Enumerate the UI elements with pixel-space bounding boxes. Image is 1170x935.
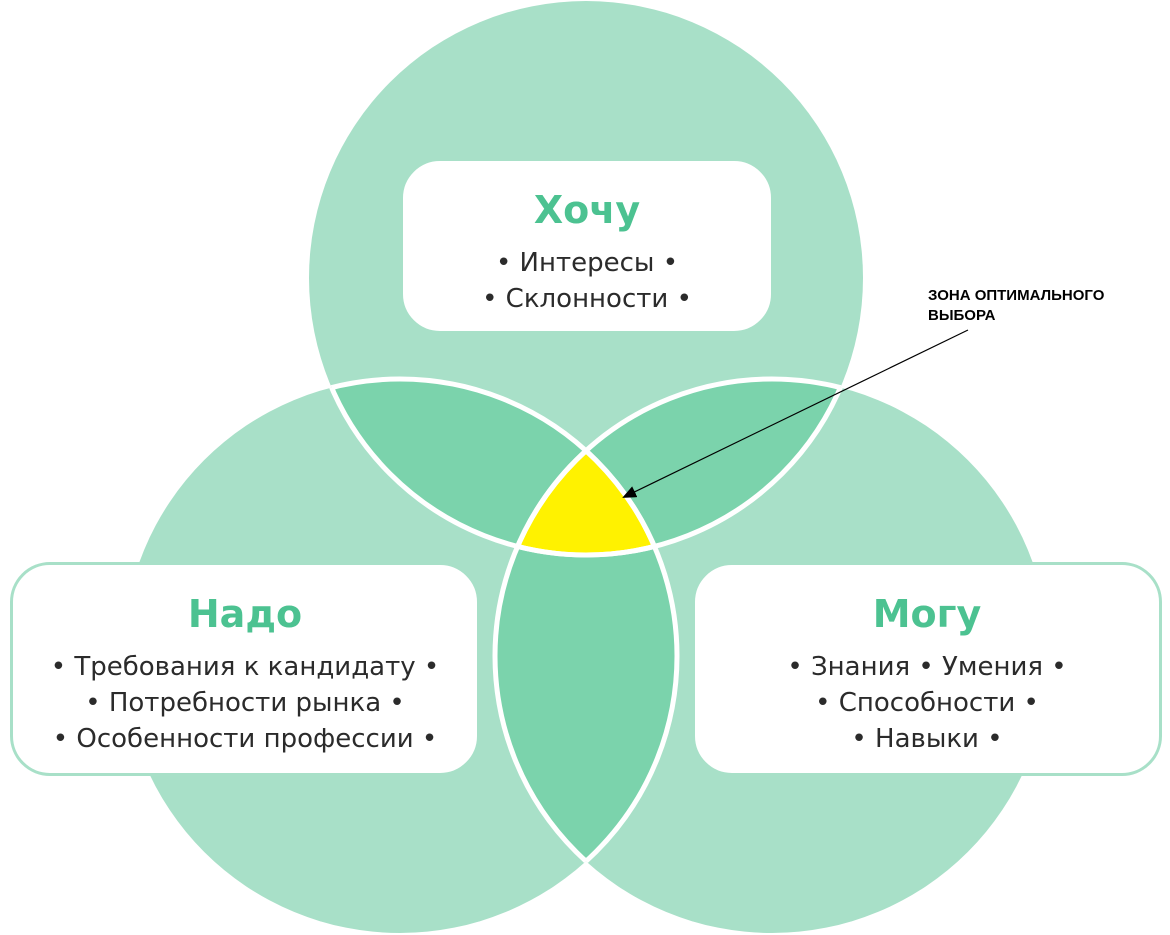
list-item: • Особенности профессии • (52, 724, 438, 754)
list-item: • Склонности • (482, 284, 692, 314)
boundary-nado-in-mogu (495, 379, 680, 933)
card-items-mogu: • Знания • Умения • • Способности • • На… (695, 649, 1159, 757)
callout-line-1: ЗОНА ОПТИМАЛЬНОГО (928, 287, 1105, 304)
card-nado: Надо • Требования к кандидату • • Потреб… (10, 562, 480, 776)
card-title-mogu: Могу (872, 592, 982, 636)
list-item: • Потребности рынка • (85, 688, 405, 718)
card-items-nado: • Требования к кандидату • • Потребности… (13, 649, 477, 757)
card-mogu: Могу • Знания • Умения • • Способности •… (692, 562, 1162, 776)
callout-label: ЗОНА ОПТИМАЛЬНОГО ВЫБОРА (928, 286, 1168, 326)
boundary-nado-in-khochu (309, 376, 680, 555)
card-items-khochu: • Интересы • • Склонности • (403, 245, 771, 317)
boundary-mogu-in-nado (492, 379, 677, 933)
boundary-mogu-in-khochu (492, 376, 863, 555)
list-item: • Навыки • (851, 724, 1003, 754)
list-item: • Требования к кандидату • (50, 652, 440, 682)
callout-arrow (622, 329, 969, 498)
callout-line-2: ВЫБОРА (928, 307, 996, 324)
list-item: • Способности • (815, 688, 1039, 718)
card-title-nado: Надо (187, 592, 303, 636)
boundary-khochu-in-mogu (495, 379, 866, 558)
list-item: • Знания • Умения • (787, 652, 1067, 682)
optimal-zone (495, 379, 677, 555)
list-item: • Интересы • (495, 248, 679, 278)
card-title-khochu: Хочу (533, 188, 641, 232)
card-khochu: Хочу • Интересы • • Склонности • (400, 158, 774, 334)
